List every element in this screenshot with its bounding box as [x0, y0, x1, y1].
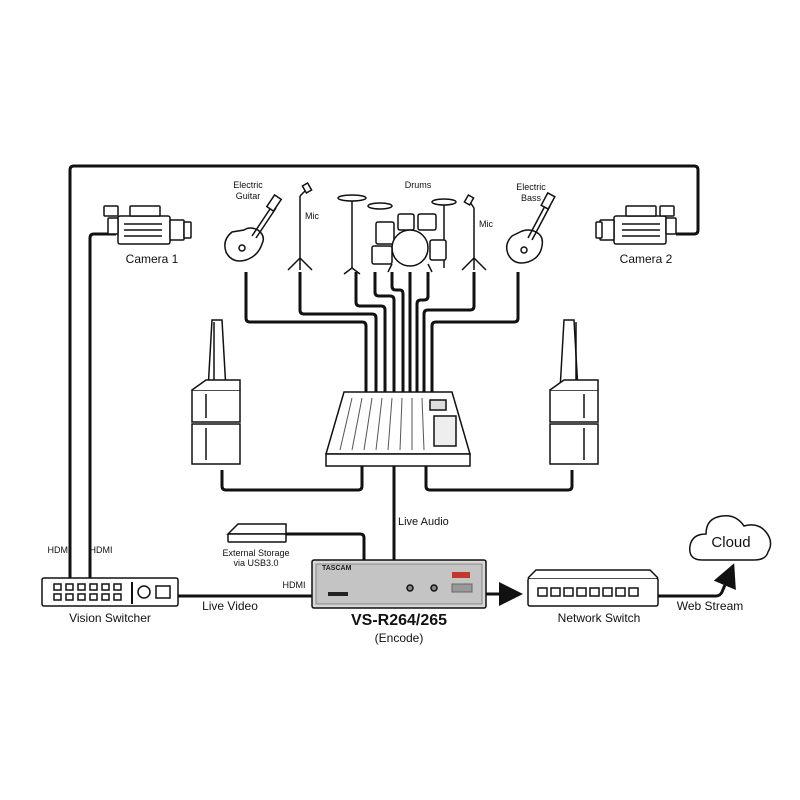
encoder-model-label: VS-R264/265: [350, 612, 448, 629]
camera1-icon: [103, 205, 192, 245]
right-speaker-stack: [549, 319, 599, 465]
network-switch-label: Network Switch: [557, 611, 641, 625]
cloud-icon: [689, 514, 772, 561]
mixer-to-right-speaker-line: [424, 466, 574, 492]
electric-guitar-icon: [224, 193, 283, 262]
encoder-device: [311, 559, 487, 609]
mic-left-icon: [287, 182, 313, 271]
vision-switcher-label: Vision Switcher: [69, 611, 151, 625]
drum-1-to-mixer-line: [354, 272, 387, 392]
encoder-brand-label: TASCAM: [322, 565, 352, 572]
left-speaker-stack: [191, 319, 241, 465]
drums-label: Drums: [404, 180, 432, 190]
drum-5-to-mixer-line: [415, 272, 430, 392]
electric-bass-label-line1: Electric: [516, 182, 546, 192]
live-audio-label: Live Audio: [398, 516, 449, 528]
external-storage-icon: [226, 523, 287, 543]
camera2-label: Camera 2: [619, 252, 673, 266]
bass-to-mixer-line: [430, 272, 520, 392]
web-stream-arrow: [658, 563, 736, 598]
connection-lines: [68, 164, 700, 598]
electric-bass-icon: [505, 191, 556, 264]
hdmi-label-left2: HDMI: [89, 545, 113, 555]
camera1-label: Camera 1: [125, 252, 179, 266]
drum-2-to-mixer-line: [373, 272, 396, 392]
electric-guitar-label-line2: Guitar: [235, 191, 261, 201]
drum-kit-icon: [337, 194, 457, 275]
electric-bass-label-line2: Bass: [520, 193, 542, 203]
external-storage-label-line2: via USB3.0: [233, 558, 279, 568]
vision-switcher-icon: [41, 577, 179, 607]
mic-left-to-mixer-line: [298, 272, 378, 392]
mic-right-label: Mic: [479, 219, 493, 229]
mic-right-to-mixer-line: [422, 272, 476, 392]
external-storage-line: [286, 532, 366, 560]
mixer-to-left-speaker-line: [220, 466, 364, 492]
electric-guitar-label-line1: Electric: [233, 180, 263, 190]
cloud-label: Cloud: [711, 534, 751, 551]
mic-left-label: Mic: [305, 211, 319, 221]
network-switch-icon: [527, 569, 659, 607]
external-storage-label-line1: External Storage: [222, 548, 290, 558]
live-video-label: Live Video: [202, 599, 258, 613]
hdmi-label-encoder: HDMI: [282, 580, 306, 590]
guitar-to-mixer-line: [244, 272, 368, 392]
camera2-hdmi-line: [68, 164, 700, 578]
mixer-console: [325, 391, 471, 467]
drum-3-to-mixer-line: [390, 272, 405, 392]
web-stream-label: Web Stream: [676, 599, 744, 613]
encoder-mode-label: (Encode): [374, 631, 424, 645]
mic-right-icon: [461, 194, 487, 271]
camera2-icon: [595, 205, 677, 245]
hdmi-label-left1: HDMI: [47, 545, 71, 555]
camera1-hdmi-line: [88, 232, 116, 578]
